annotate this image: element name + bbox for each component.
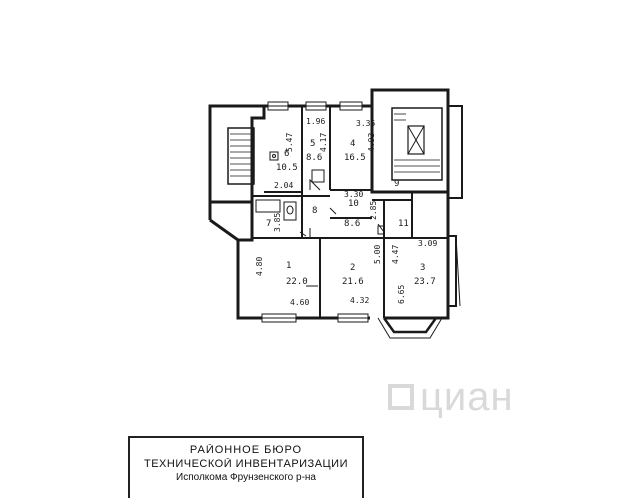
dimension-label: 5.47 <box>285 133 294 152</box>
room-1-area: 22.0 <box>286 277 308 287</box>
dimension-label: 3.35 <box>356 119 375 128</box>
room-2-number: 2 <box>350 263 355 273</box>
room-10-area: 8.6 <box>344 219 360 229</box>
dimension-label: 4.80 <box>255 257 264 276</box>
right-stairwell <box>370 88 450 194</box>
left-stairwell <box>208 104 266 204</box>
room-8-number: 8 <box>312 206 317 216</box>
dimension-label: 3.85 <box>273 213 282 232</box>
room-10-number: 10 <box>348 199 359 209</box>
dimension-label: 3.09 <box>418 239 437 248</box>
bay-window <box>377 317 443 339</box>
dimension-label: 4.93 <box>367 133 376 152</box>
bathroom-fixtures <box>255 151 325 221</box>
watermark-logo-icon <box>388 384 414 410</box>
room-6-number: 6 <box>284 149 289 159</box>
room-1-number: 1 <box>286 261 291 271</box>
room-2-area: 21.6 <box>342 277 364 287</box>
room-7-number: 7 <box>266 219 271 229</box>
stamp-line-1: РАЙОННОЕ БЮРО <box>189 444 303 456</box>
dimension-label: 2.85 <box>369 201 378 220</box>
dimension-label: 6.65 <box>397 285 406 304</box>
doors <box>299 178 385 287</box>
dimension-label: 5.00 <box>373 245 382 264</box>
room-9-number: 9 <box>394 179 399 189</box>
dimension-labels: 1.96 3.35 5.47 4.17 4.93 2.04 3.30 2.85 … <box>255 117 437 307</box>
room-labels: 1 22.0 2 21.6 3 23.7 4 16.5 5 8.6 6 10.5… <box>266 139 436 287</box>
room-4-number: 4 <box>350 139 355 149</box>
room-3-number: 3 <box>420 263 425 273</box>
bti-stamp: РАЙОННОЕ БЮРО ТЕХНИЧЕСКОЙ ИНВЕНТАРИЗАЦИИ… <box>128 436 364 498</box>
dimension-label: 4.60 <box>290 298 309 307</box>
interior-walls <box>252 106 448 318</box>
dimension-label: 4.47 <box>391 245 400 264</box>
dimension-label: 4.32 <box>350 296 369 305</box>
room-5-area: 8.6 <box>306 153 322 163</box>
floor-plan: 1 22.0 2 21.6 3 23.7 4 16.5 5 8.6 6 10.5… <box>208 88 514 419</box>
dimension-label: 2.04 <box>274 181 293 190</box>
room-3-area: 23.7 <box>414 277 436 287</box>
room-11-number: 11 <box>398 219 409 229</box>
facade-right <box>448 105 463 307</box>
windows <box>261 101 369 323</box>
room-6-area: 10.5 <box>276 163 298 173</box>
watermark: циан <box>388 375 514 419</box>
dimension-label: 3.30 <box>344 190 363 199</box>
room-4-area: 16.5 <box>344 153 366 163</box>
stamp-line-3: Исполкома Фрунзенского р-на <box>176 472 316 483</box>
room-5-number: 5 <box>310 139 315 149</box>
watermark-text: циан <box>420 375 514 419</box>
dimension-label: 4.17 <box>319 133 328 152</box>
stamp-line-2: ТЕХНИЧЕСКОЙ ИНВЕНТАРИЗАЦИИ <box>144 458 348 470</box>
dimension-label: 1.96 <box>306 117 325 126</box>
